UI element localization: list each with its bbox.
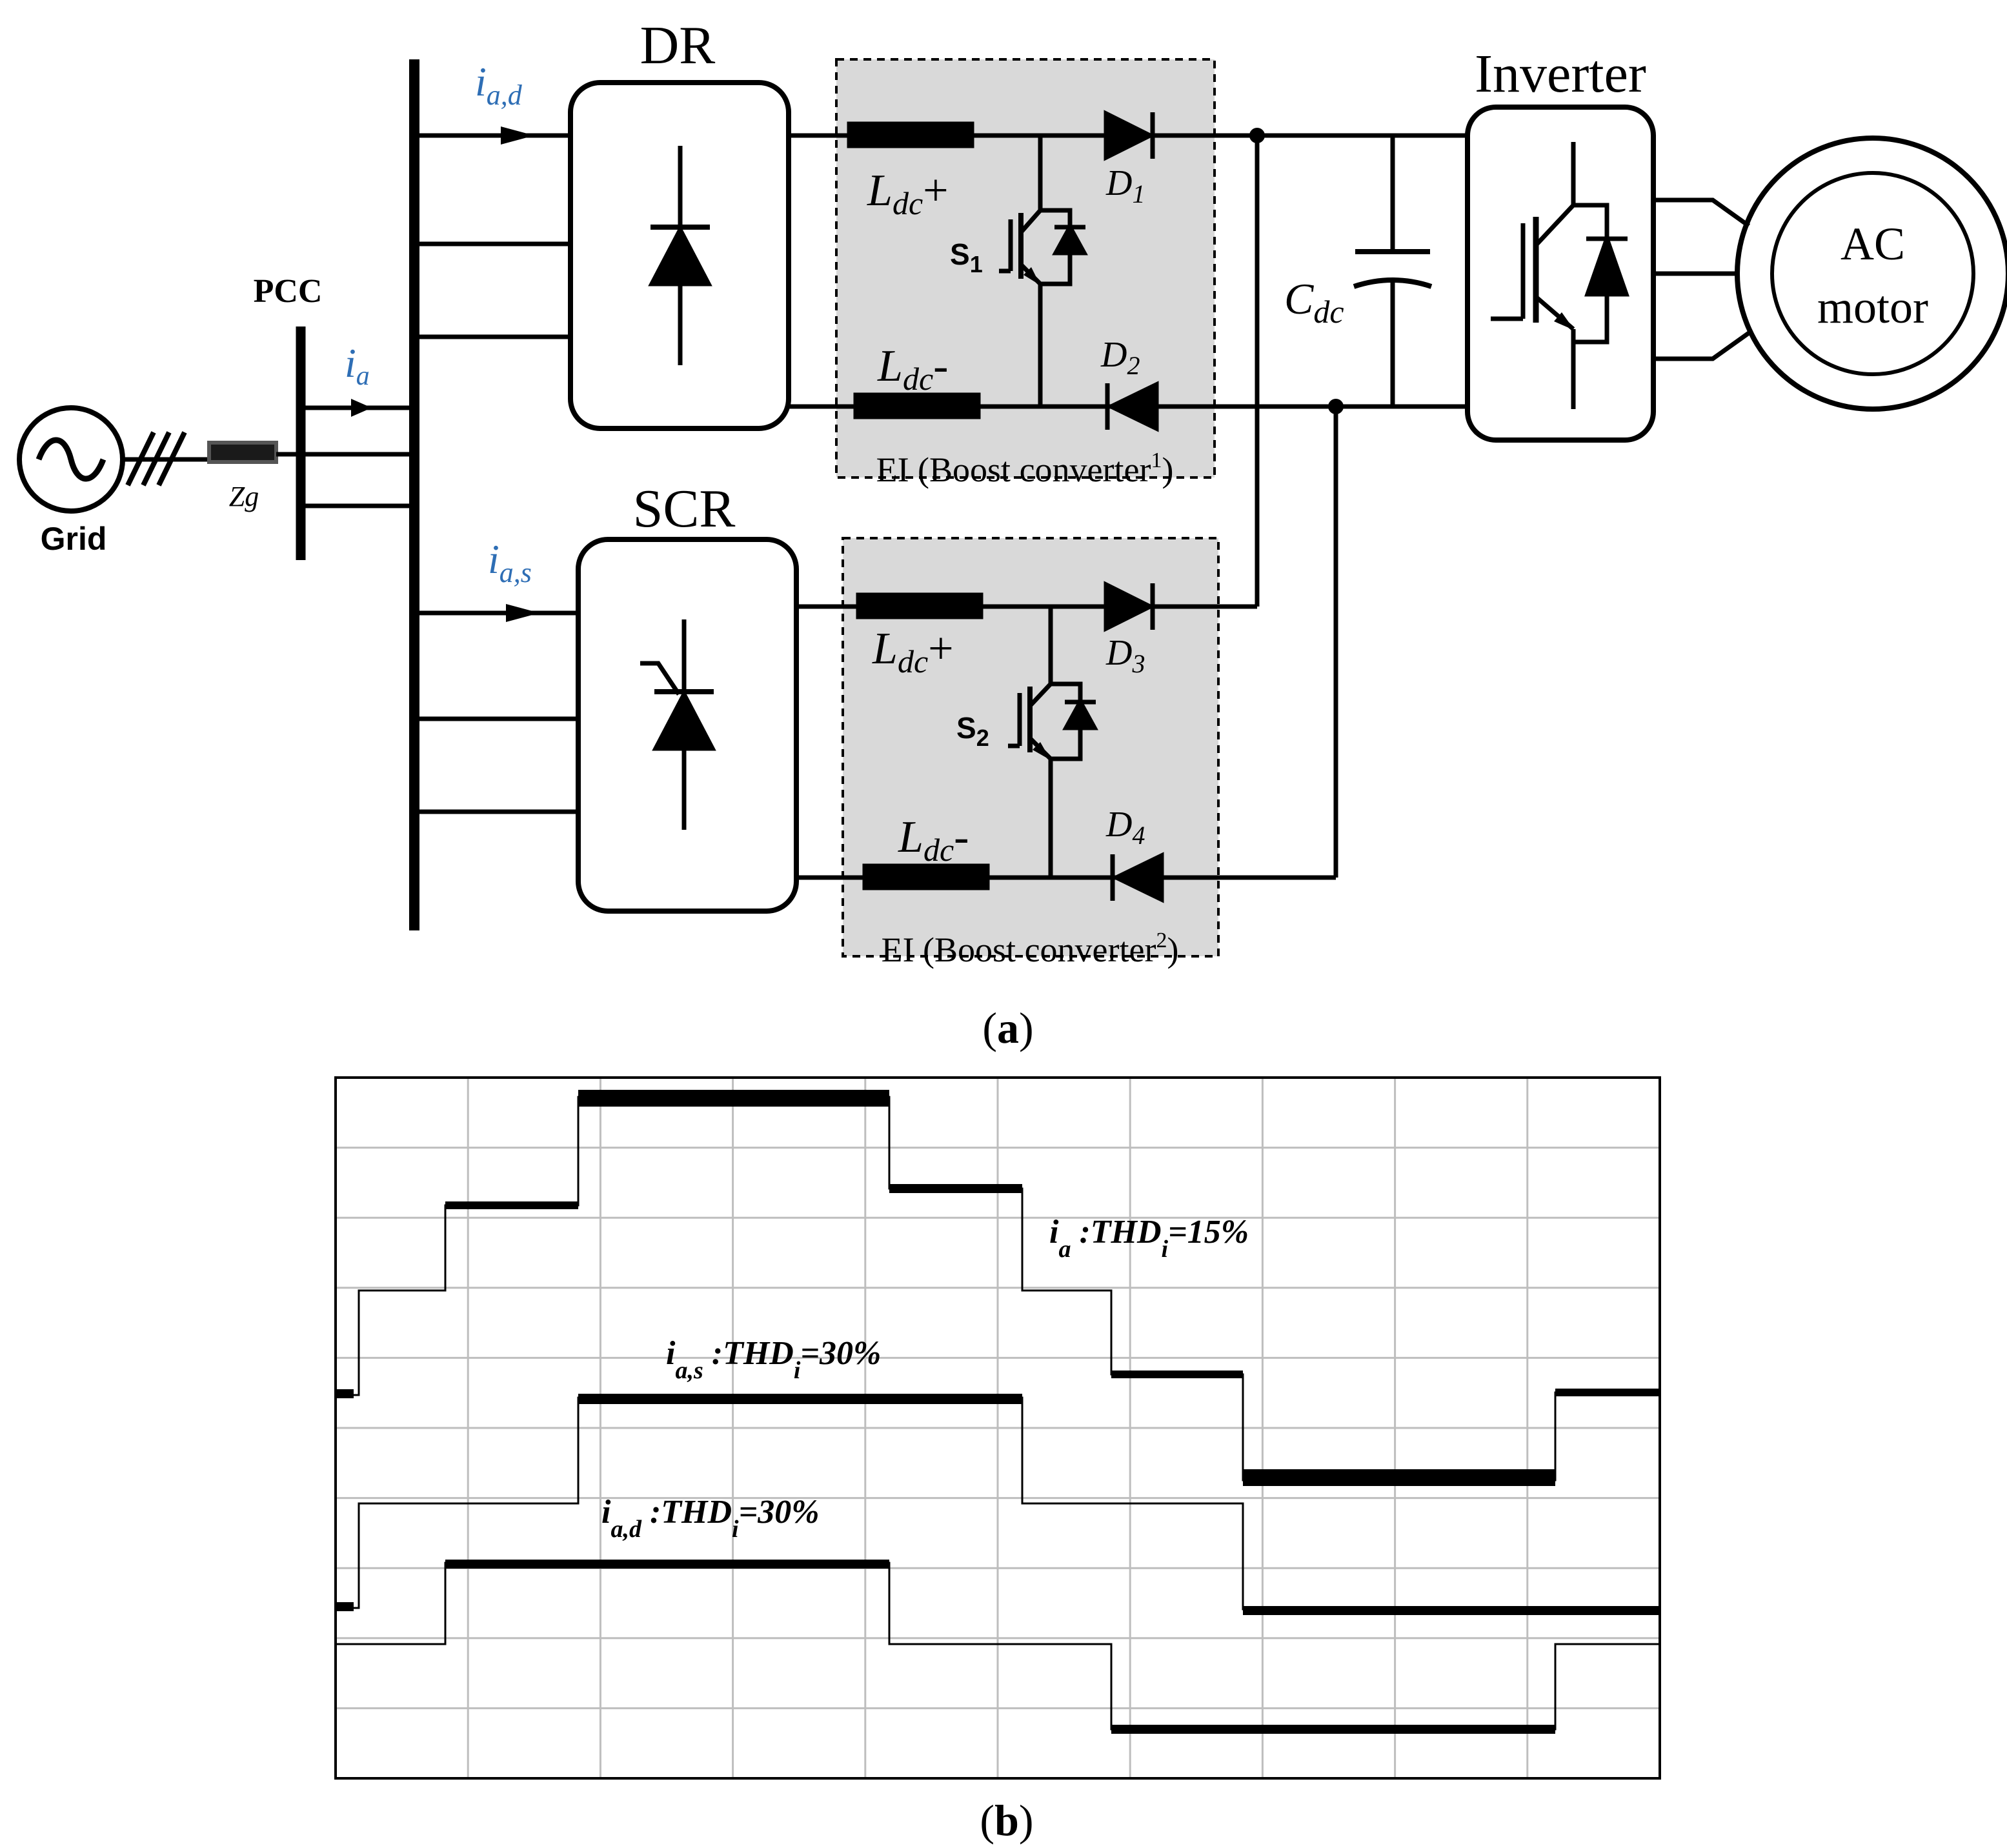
ias-trace-segment <box>578 1394 1022 1404</box>
diode-icon <box>648 146 712 365</box>
scr-block <box>576 537 799 914</box>
iad-trace-segment <box>445 1560 889 1569</box>
ia-thd-label: ia :THDi=15% <box>1049 1214 1249 1263</box>
b2-switch-label: S2 <box>956 711 989 751</box>
ia-arrow-icon <box>351 399 372 417</box>
ia-trace-segment <box>445 1201 578 1209</box>
ias-thd-label: ia,s :THDi=30% <box>666 1335 881 1384</box>
ias-arrow-icon <box>506 604 540 622</box>
iad-trace-segment <box>1243 1606 1660 1615</box>
dr-block <box>568 80 791 431</box>
three-phase-slashes <box>125 431 187 487</box>
b2-diode-bottom-label: D4 <box>1105 805 1145 850</box>
ia-current-label: ia <box>345 340 370 391</box>
b2-ldc-plus-label: Ldc+ <box>872 624 954 679</box>
b1-ldc-minus-label: Ldc- <box>877 341 948 397</box>
b2-diode-top-icon <box>1104 581 1155 632</box>
b2-diode-bottom-icon <box>1110 852 1164 903</box>
inverter-label: Inverter <box>1475 44 1646 104</box>
pcc-label: PCC <box>254 273 323 310</box>
cdc-label: Cdc <box>1284 274 1344 330</box>
scr-label: SCR <box>633 479 736 539</box>
b1-inductor-minus <box>853 392 981 419</box>
ac-motor <box>1735 136 2007 412</box>
motor-label-line1: AC <box>1841 218 1905 270</box>
oscilloscope-plot: ia :THDi=15% ia,s :THDi=30% ia,d :THDi=3… <box>334 1076 1661 1780</box>
ias-current-label: ia,s <box>488 536 532 588</box>
caption-a: (a) <box>982 1003 1033 1052</box>
b1-switch-label: S1 <box>950 237 983 277</box>
caption-b: (b) <box>980 1796 1033 1845</box>
zg-label: Zg <box>229 481 259 512</box>
b2-caption: EI (Boost converter2) <box>882 929 1179 969</box>
circuit-labels: Grid PCC Zg ia ia,d ia,s DR SCR Inverter… <box>41 15 1928 969</box>
inverter-to-motor-c <box>1653 331 1751 361</box>
ia-trace-segment <box>1555 1389 1660 1396</box>
grid-label: Grid <box>41 521 107 557</box>
capacitor-icon <box>1353 136 1433 407</box>
ia-trace-segment <box>578 1090 889 1107</box>
plot-traces <box>336 1090 1660 1734</box>
b1-diode-top-label: D1 <box>1105 163 1145 208</box>
ia-trace-segment <box>336 1389 354 1398</box>
b2-inductor-minus <box>862 863 990 890</box>
circuit-diagram <box>17 58 2007 958</box>
b2-ldc-minus-label: Ldc- <box>898 812 969 868</box>
b1-switch-icon <box>999 136 1088 407</box>
negative-node <box>1328 399 1344 414</box>
ia-trace-segment <box>1111 1371 1243 1378</box>
b1-caption: EI (Boost converter1) <box>876 448 1174 489</box>
iad-thd-label: ia,d :THDi=30% <box>601 1494 820 1543</box>
iad-trace <box>336 1562 1660 1731</box>
grid-impedance <box>207 441 278 464</box>
iad-trace-segment <box>1111 1725 1555 1734</box>
motor-label-line2: motor <box>1817 281 1928 333</box>
positive-node <box>1249 128 1265 143</box>
grid-source-icon <box>17 405 125 514</box>
ia-trace-segment <box>1243 1469 1555 1486</box>
thyristor-icon <box>640 619 716 830</box>
b1-inductor-plus <box>847 121 974 148</box>
plot-grid <box>336 1078 1660 1778</box>
inverter-to-motor-a <box>1653 197 1751 228</box>
plot-frame <box>334 1076 1661 1780</box>
b1-diode-top-icon <box>1104 110 1155 161</box>
b1-diode-bottom-label: D2 <box>1100 335 1140 380</box>
inverter-block <box>1465 105 1656 443</box>
iad-arrow-icon <box>501 126 534 145</box>
iad-current-label: ia,d <box>475 59 523 111</box>
b2-inductor-plus <box>856 592 983 619</box>
b1-ldc-plus-label: Ldc+ <box>867 166 949 221</box>
b1-diode-bottom-icon <box>1105 381 1159 432</box>
igbt-icon <box>1491 142 1629 409</box>
dr-label: DR <box>640 15 716 75</box>
b2-diode-top-label: D3 <box>1105 633 1145 678</box>
b2-switch-icon <box>1008 607 1098 878</box>
ia-trace-segment <box>889 1184 1022 1193</box>
waveform-labels: ia :THDi=15% ia,s :THDi=30% ia,d :THDi=3… <box>601 1214 1249 1543</box>
ias-trace-segment <box>336 1602 354 1611</box>
